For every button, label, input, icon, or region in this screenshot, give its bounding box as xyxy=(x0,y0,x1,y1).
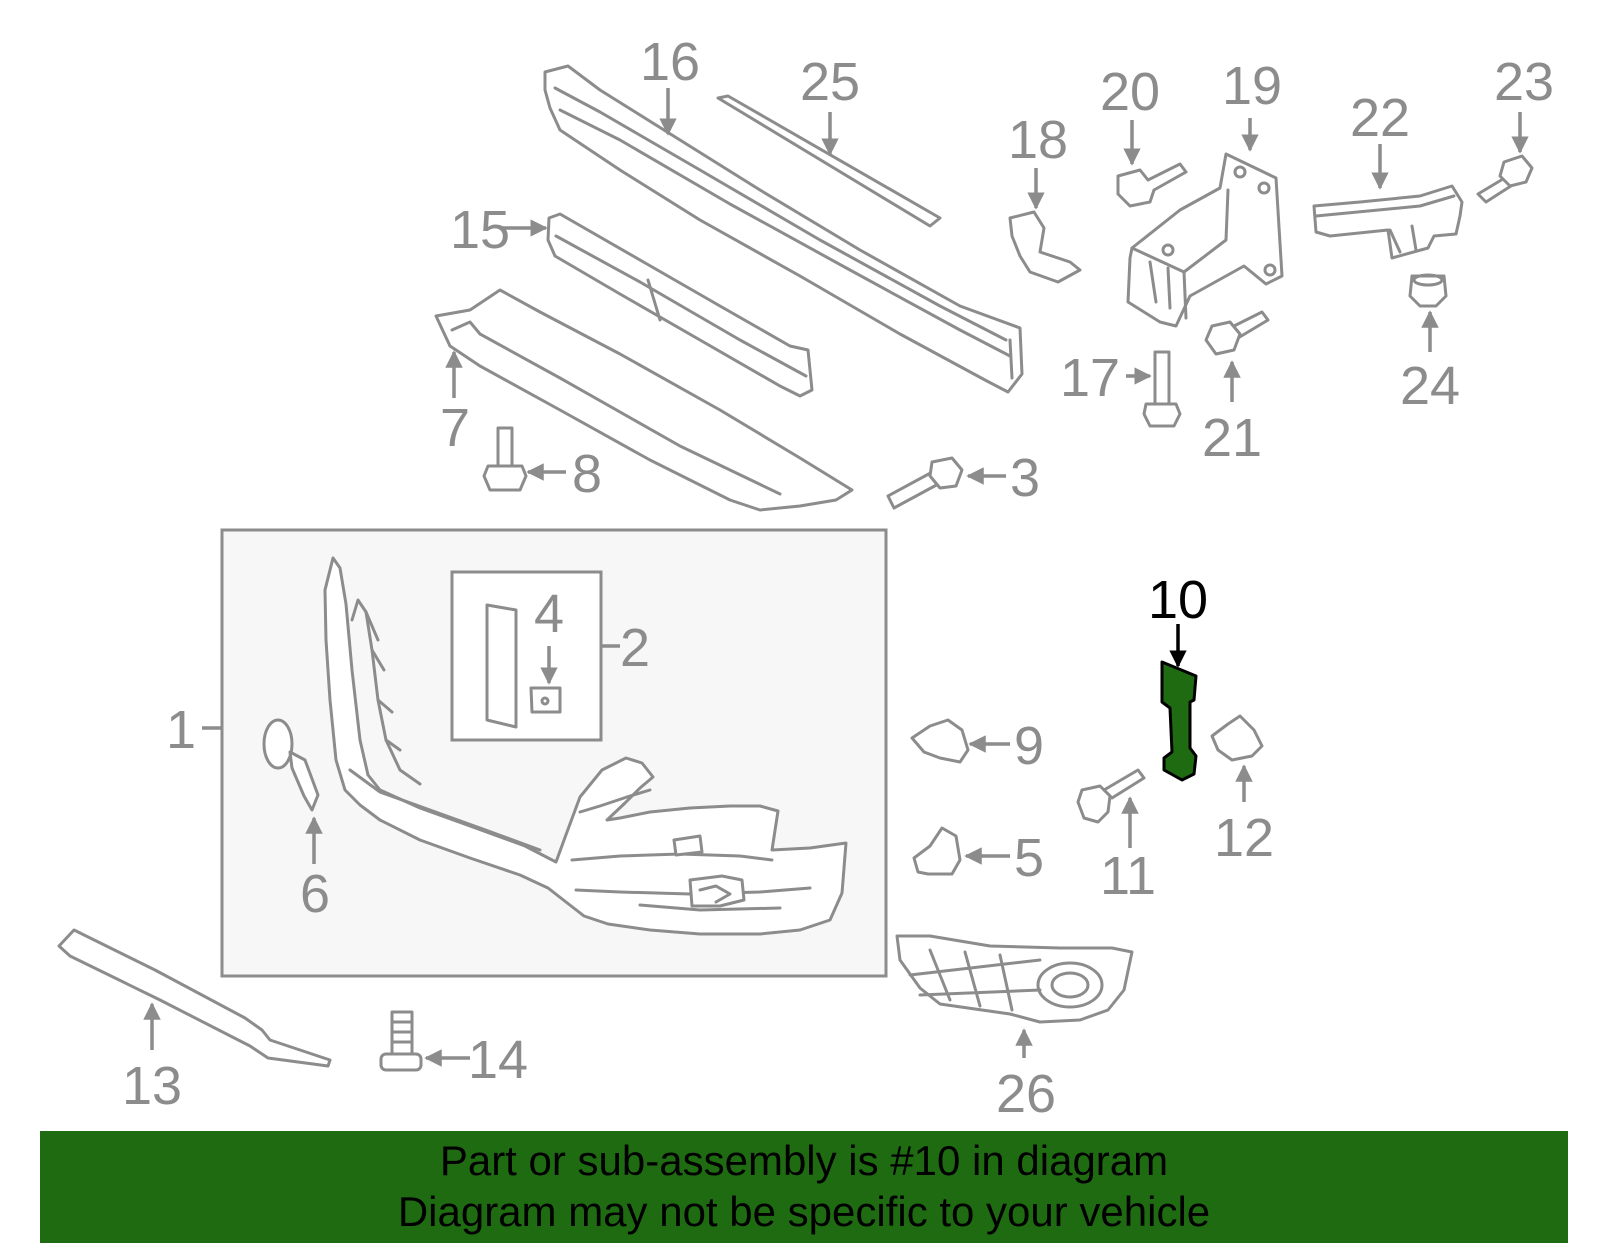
callout-8: 8 xyxy=(572,444,602,504)
part-8-bolt xyxy=(482,426,566,492)
part-24-nut xyxy=(1408,273,1448,352)
callout-7: 7 xyxy=(440,398,470,458)
part-4-clip xyxy=(529,646,562,714)
part-25-strip xyxy=(716,94,942,228)
part-9-clip xyxy=(910,718,1010,764)
part-17-bolt xyxy=(1126,350,1182,428)
part-12-clip xyxy=(1210,714,1264,802)
banner-line-2: Diagram may not be specific to your vehi… xyxy=(397,1188,1211,1235)
callout-10: 10 xyxy=(1148,570,1208,630)
callout-2: 2 xyxy=(620,618,650,678)
callout-12: 12 xyxy=(1214,808,1274,868)
part-2-subbox xyxy=(450,570,603,742)
callout-23: 23 xyxy=(1494,52,1554,112)
callout-15: 15 xyxy=(450,200,510,260)
callout-6: 6 xyxy=(300,864,330,924)
part-14-screw xyxy=(379,1010,470,1072)
callout-25: 25 xyxy=(800,52,860,112)
callout-17: 17 xyxy=(1060,348,1120,408)
part-6-tow-cover xyxy=(262,718,323,864)
part-21-bolt xyxy=(1204,310,1270,402)
callout-20: 20 xyxy=(1100,62,1160,122)
banner-line-1: Part or sub-assembly is #10 in diagram xyxy=(439,1137,1169,1184)
callout-3: 3 xyxy=(1010,448,1040,508)
part-3-bolt xyxy=(886,456,1006,510)
callout-18: 18 xyxy=(1008,110,1068,170)
part-22-bracket xyxy=(1312,144,1464,260)
callout-1: 1 xyxy=(166,700,196,760)
part-1-bumper-cover xyxy=(323,556,848,936)
callout-4: 4 xyxy=(534,584,564,644)
callout-16: 16 xyxy=(640,32,700,92)
callout-24: 24 xyxy=(1400,356,1460,416)
callout-26: 26 xyxy=(996,1064,1056,1124)
part-13-trim-strip xyxy=(57,928,332,1068)
part-20-bolt xyxy=(1116,120,1188,208)
part-26-grille xyxy=(895,934,1134,1058)
callout-13: 13 xyxy=(122,1056,182,1116)
callout-14: 14 xyxy=(468,1030,528,1090)
part-7-shield xyxy=(434,288,854,512)
callout-19: 19 xyxy=(1222,56,1282,116)
part-23-bolt xyxy=(1476,112,1534,204)
part-11-screw xyxy=(1076,768,1146,848)
part-18-bracket xyxy=(1008,168,1082,284)
callout-5: 5 xyxy=(1014,828,1044,888)
part-19-bracket xyxy=(1126,118,1284,328)
info-banner: Part or sub-assembly is #10 in diagram D… xyxy=(40,1131,1568,1243)
callout-11: 11 xyxy=(1100,846,1156,906)
callout-9: 9 xyxy=(1014,716,1044,776)
callout-22: 22 xyxy=(1350,88,1410,148)
part-10-highlighted xyxy=(1160,624,1198,782)
callout-21: 21 xyxy=(1202,408,1262,468)
part-15-absorber xyxy=(500,212,814,398)
part-16-reinforcement-bar xyxy=(543,64,1024,394)
part-5-clip xyxy=(912,826,1010,876)
